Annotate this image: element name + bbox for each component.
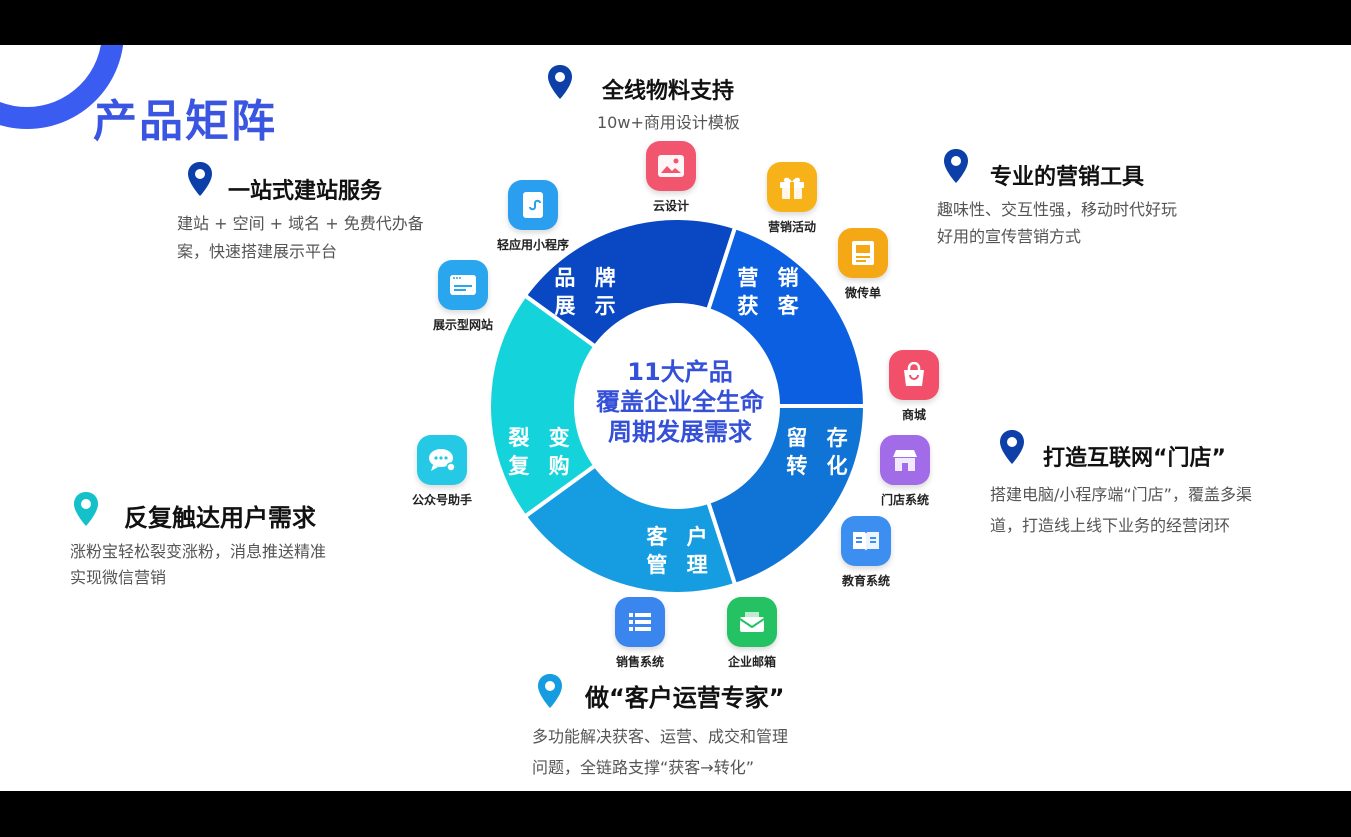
page-title: 产品矩阵 [93, 96, 277, 147]
flyer-icon [838, 228, 888, 278]
center-line: 覆盖企业全生命 [596, 388, 764, 416]
app-label: 商城 [901, 408, 926, 422]
slide: 产品矩阵 品 牌 展 示 营 销 获 客 留 存 转 化 客 户 管 理 裂 变… [0, 45, 1351, 791]
segment-label-line: 裂 变 [508, 426, 576, 450]
app-marketing-activity[interactable]: 营销活动 [747, 162, 837, 235]
app-mini-program[interactable]: 轻应用小程序 [488, 180, 578, 253]
app-label: 云设计 [652, 199, 689, 213]
segment-label-customer: 客 户 管 理 [635, 523, 725, 579]
app-label: 轻应用小程序 [496, 238, 569, 252]
app-label: 营销活动 [767, 220, 816, 234]
shopping-bag-icon [889, 350, 939, 400]
callout-desc-store-2: 道，打造线上线下业务的经营闭环 [990, 516, 1231, 535]
callout-desc-customer-1: 多功能解决获客、运营、成交和管理 [532, 727, 789, 746]
app-label: 展示型网站 [432, 318, 493, 332]
app-label: 教育系统 [841, 574, 890, 588]
segment-label-fission: 裂 变 复 购 [497, 424, 587, 480]
location-pin-icon [538, 674, 562, 708]
image-icon [646, 141, 696, 191]
callout-desc-customer-2: 问题，全链路支撑“获客→转化” [532, 758, 754, 777]
callout-heading-site: 一站式建站服务 [228, 179, 383, 204]
callout-desc-reach-1: 涨粉宝轻松裂变涨粉，消息推送精准 [70, 542, 327, 561]
segment-label-retention: 留 存 转 化 [775, 424, 865, 480]
segment-label-line: 留 存 [786, 426, 854, 450]
location-pin-icon [944, 149, 968, 183]
browser-icon [438, 260, 488, 310]
app-official-account-assistant[interactable]: 公众号助手 [397, 435, 487, 508]
segment-label-line: 客 户 [646, 525, 714, 549]
store-icon [880, 435, 930, 485]
segment-label-marketing: 营 销 获 客 [726, 264, 816, 320]
mail-icon [727, 597, 777, 647]
callout-heading-materials: 全线物料支持 [602, 79, 735, 104]
segment-label-line: 展 示 [554, 294, 622, 318]
segment-label-line: 复 购 [508, 454, 576, 478]
app-label: 门店系统 [880, 493, 929, 507]
app-label: 微传单 [844, 286, 881, 300]
app-mall[interactable]: 商城 [869, 350, 959, 423]
center-text: 11大产品 覆盖企业全生命 周期发展需求 [580, 357, 780, 447]
app-cloud-design[interactable]: 云设计 [626, 141, 716, 214]
callout-desc-store-1: 搭建电脑/小程序端“门店”，覆盖多渠 [990, 485, 1252, 504]
product-ring [487, 216, 867, 596]
callout-desc-site-1: 建站 + 空间 + 域名 + 免费代办备 [177, 214, 424, 233]
location-pin-icon [74, 492, 98, 526]
ring-center [574, 303, 780, 509]
callout-desc-marketing-2: 好用的宣传营销方式 [937, 227, 1082, 246]
callout-heading-marketing: 专业的营销工具 [990, 165, 1145, 190]
list-icon [615, 597, 665, 647]
callout-heading-store: 打造互联网“门店” [1043, 446, 1226, 471]
book-icon [841, 516, 891, 566]
app-label: 公众号助手 [411, 493, 472, 507]
callout-desc-reach-2: 实现微信营销 [70, 568, 167, 587]
app-enterprise-mail[interactable]: 企业邮箱 [707, 597, 797, 670]
wechat-icon [417, 435, 467, 485]
mini-program-icon [508, 180, 558, 230]
segment-label-brand: 品 牌 展 示 [543, 264, 633, 320]
location-pin-icon [548, 65, 572, 99]
segment-label-line: 品 牌 [554, 266, 622, 290]
segment-label-line: 营 销 [737, 266, 805, 290]
app-education-system[interactable]: 教育系统 [821, 516, 911, 589]
segment-label-line: 管 理 [646, 553, 714, 577]
callout-heading-reach: 反复触达用户需求 [124, 504, 316, 532]
app-sales-system[interactable]: 销售系统 [595, 597, 685, 670]
callout-desc-materials: 10w+商用设计模板 [597, 113, 740, 132]
segment-label-line: 转 化 [786, 454, 854, 478]
center-line: 周期发展需求 [608, 418, 752, 446]
location-pin-icon [1000, 430, 1024, 464]
app-store-system[interactable]: 门店系统 [860, 435, 950, 508]
app-flyer[interactable]: 微传单 [818, 228, 908, 301]
callout-desc-marketing-1: 趣味性、交互性强，移动时代好玩 [937, 200, 1178, 219]
center-line: 11大产品 [627, 358, 733, 386]
location-pin-icon [188, 162, 212, 196]
app-label: 销售系统 [615, 655, 664, 669]
callout-desc-site-2: 案，快速搭建展示平台 [177, 242, 338, 261]
callout-heading-customer: 做“客户运营专家” [585, 684, 785, 712]
segment-label-line: 获 客 [737, 294, 805, 318]
app-showcase-website[interactable]: 展示型网站 [418, 260, 508, 333]
app-label: 企业邮箱 [727, 655, 776, 669]
gift-icon [767, 162, 817, 212]
